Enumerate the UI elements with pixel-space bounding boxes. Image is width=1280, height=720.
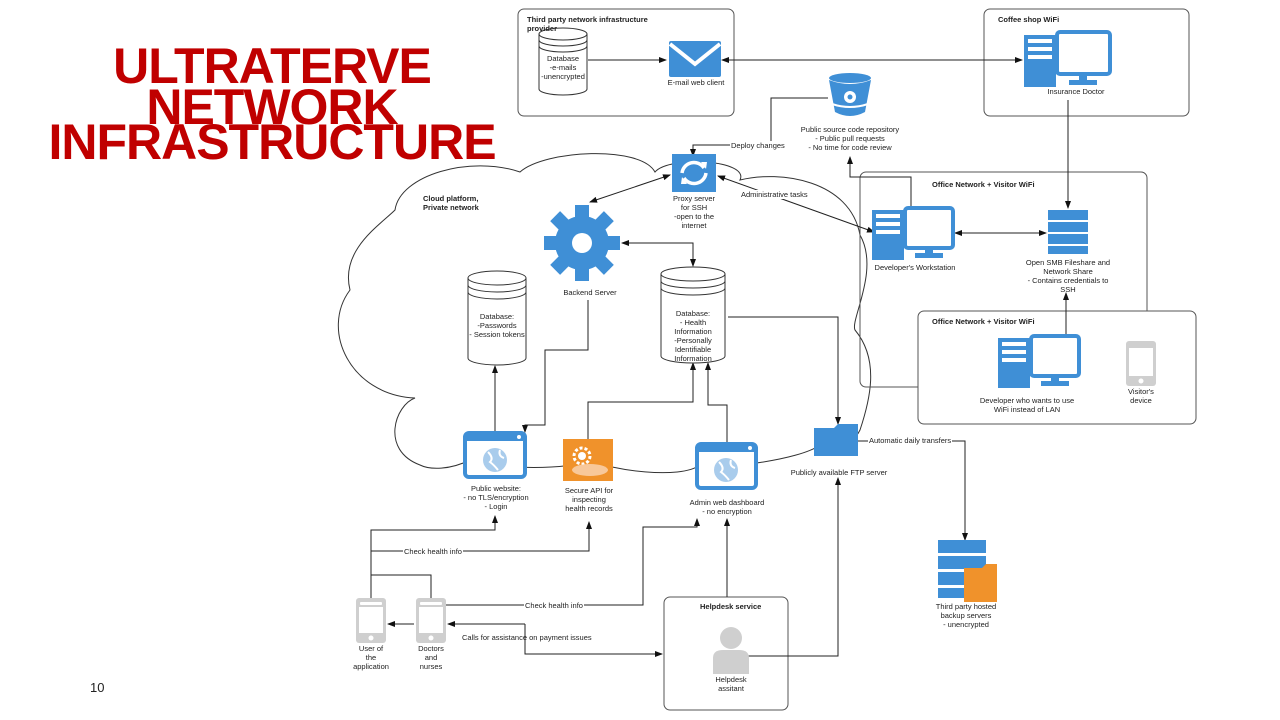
edge-helpdesk-ftp [748,477,841,657]
health-database-icon [660,266,726,364]
cloud-boundary [337,153,872,474]
server-stack-smb-icon [1048,210,1088,254]
gear-backend-server-icon [544,205,620,281]
edge-devws-to-repo [847,156,912,208]
edge-user-website [370,515,498,598]
edge-admin-dbhealth [705,362,728,445]
label-email-db: Database-e-mails-unencrypted [541,54,585,81]
edge-label-auto-transfers: Automatic daily transfers [868,436,953,445]
label-ftp-server: Publicly available FTP server [790,468,888,477]
mobile-phone-user-icon [356,598,386,643]
desktop-computer-icon-developer-wifi [998,334,1081,388]
group-label-office-2: Office Network + Visitor WiFi [932,317,1035,326]
edge-proxy-devws [717,175,875,233]
title-line-2: NETWORK [146,79,398,135]
edge-label-check-health-2: Check health info [524,601,584,610]
label-source-repo: Public source code repository- Public pu… [800,125,900,152]
browser-globe-icon-admin-dashboard [695,442,758,490]
email-database-icon [538,27,588,96]
edge-api-dbhealth [587,362,696,440]
edge-backend-website [522,300,589,433]
edge-label-check-health-1: Check health info [403,547,463,556]
mobile-phone-visitor-icon [1126,341,1156,386]
mobile-phone-doctors-icon [416,598,446,643]
edge-label-deploy-changes: Deploy changes [730,141,786,150]
edge-helpdesk-doctors [524,624,663,657]
title-line-3: INFRASTRUCTURE [48,114,496,170]
group-label-coffee-shop: Coffee shop WiFi [998,15,1060,24]
group-label-cloud: Cloud platform, Private network [423,194,479,212]
group-label-office-1: Office Network + Visitor WiFi [932,180,1035,189]
edge-label-admin-tasks: Administrative tasks [740,190,809,199]
group-label-third-party: Third party network infrastructure provi… [527,15,648,33]
edge-label-calls-assistance: Calls for assistance on payment issues [462,633,592,642]
edge-proxy-backend [589,174,671,203]
title-line-1: ULTRATERVE [113,38,432,94]
label-db-passwords: Database:-Passwords- Session tokens [469,312,525,339]
edge-doctors-admin [446,518,700,606]
edge-ftp-backup [858,440,968,541]
edge-dbhealth-ftp [728,316,841,425]
group-helpdesk-service [663,596,789,711]
slide-number: 10 [90,680,105,695]
email-icon [668,41,722,77]
backup-server-folder-icon [938,540,997,602]
password-database-icon [467,270,527,366]
label-dev-workstation: Developer's Workstation [874,263,956,272]
label-insurance-doctor: Insurance Doctor [1047,87,1105,96]
edge-backend-dbhealth [621,240,696,267]
edge-user-doctors [371,574,432,598]
group-label-helpdesk: Helpdesk service [700,602,762,611]
desktop-computer-icon-insurance [1024,30,1112,87]
label-public-website: Public website:- no TLS/encryption- Logi… [463,484,529,511]
desktop-computer-icon-developer-workstation [872,206,955,260]
label-backend-server: Backend Server [563,288,617,297]
bucket-repository-icon [829,73,871,116]
folder-ftp-server-icon [814,424,858,456]
label-admin-dashboard: Admin web dashboard- no encryption [689,498,765,516]
person-helpdesk-icon [713,627,749,674]
label-email-client: E-mail web client [667,78,725,87]
browser-globe-icon-public-website [463,431,527,479]
sync-proxy-icon [672,154,716,192]
api-cloud-gear-icon [563,439,613,481]
